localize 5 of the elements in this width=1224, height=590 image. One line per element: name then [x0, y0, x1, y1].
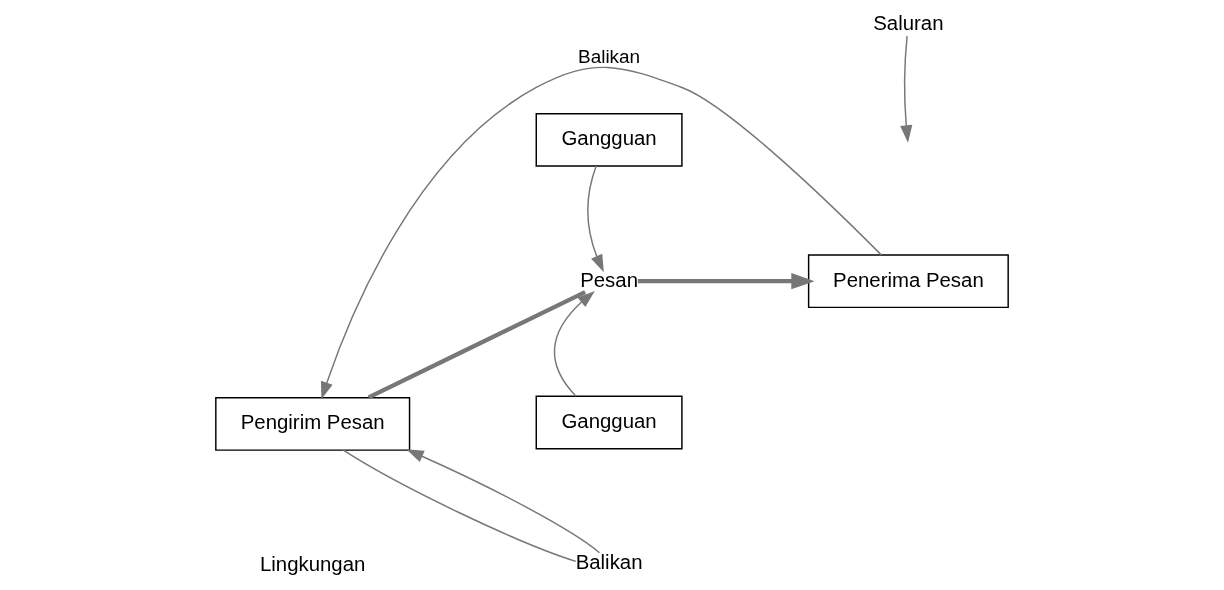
- label: Lingkungan: [260, 552, 366, 575]
- edge-label: Balikan: [578, 46, 641, 68]
- node-text: Pesan: [580, 268, 638, 291]
- node-text: Balikan: [575, 551, 643, 574]
- node-text: Saluran: [873, 12, 944, 35]
